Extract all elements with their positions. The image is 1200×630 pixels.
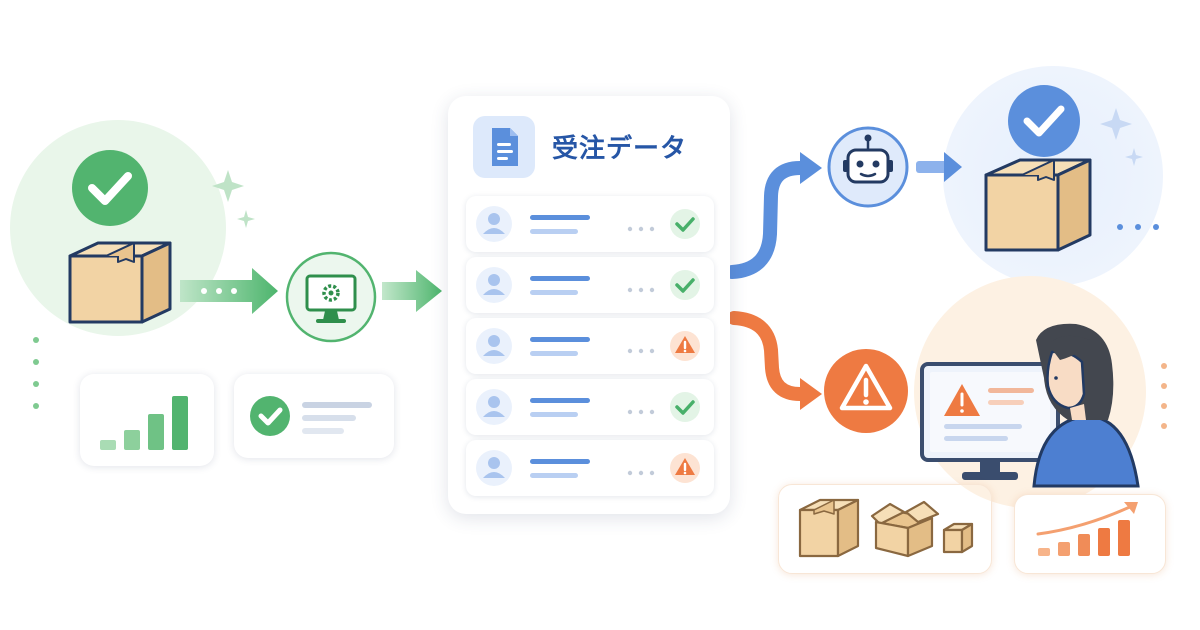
warning-icon xyxy=(670,453,700,483)
warning-icon xyxy=(824,349,908,433)
warning-icon xyxy=(670,331,700,361)
monitor-gear-icon xyxy=(285,251,377,343)
check-icon xyxy=(72,150,148,226)
package-box-icon xyxy=(984,158,1092,252)
flow-arrow-1 xyxy=(180,268,278,314)
growth-card xyxy=(1014,494,1166,574)
manual-branch-arrow xyxy=(727,311,822,410)
user-icon xyxy=(476,206,512,242)
order-row xyxy=(466,318,714,374)
sparkle-icon xyxy=(1100,108,1143,166)
check-icon xyxy=(670,270,700,300)
check-icon xyxy=(1008,85,1080,157)
order-row xyxy=(466,257,714,313)
auto-branch-arrow xyxy=(725,152,822,279)
robot-icon xyxy=(827,126,909,208)
decor-dots-peach xyxy=(1161,363,1167,429)
trend-up-icon xyxy=(1036,502,1138,556)
order-row xyxy=(466,440,714,496)
user-icon xyxy=(476,328,512,364)
inventory-card xyxy=(778,484,992,574)
flow-arrow-2 xyxy=(382,270,442,312)
order-row xyxy=(466,196,714,252)
order-panel-title: 受注データ xyxy=(552,134,688,164)
decor-dots-right xyxy=(1117,224,1159,230)
document-icon xyxy=(492,128,518,166)
operator-monitor xyxy=(920,362,1060,480)
package-box-icon xyxy=(68,241,172,324)
verified-card-content xyxy=(250,396,372,436)
check-icon xyxy=(670,209,700,239)
stats-card xyxy=(80,374,214,466)
sparkle-icon xyxy=(212,170,255,228)
check-icon xyxy=(670,392,700,422)
decor-dots-left xyxy=(33,337,39,409)
success-halo xyxy=(10,120,226,336)
auto-flow-arrow xyxy=(916,152,962,182)
boxes-icon xyxy=(798,498,974,558)
user-icon xyxy=(476,450,512,486)
order-row xyxy=(466,379,714,435)
user-icon xyxy=(476,267,512,303)
check-icon xyxy=(250,396,290,436)
document-icon-badge xyxy=(473,116,535,178)
bar-chart-icon xyxy=(100,396,188,450)
user-icon xyxy=(476,389,512,425)
person-at-computer-icon xyxy=(1032,323,1140,488)
